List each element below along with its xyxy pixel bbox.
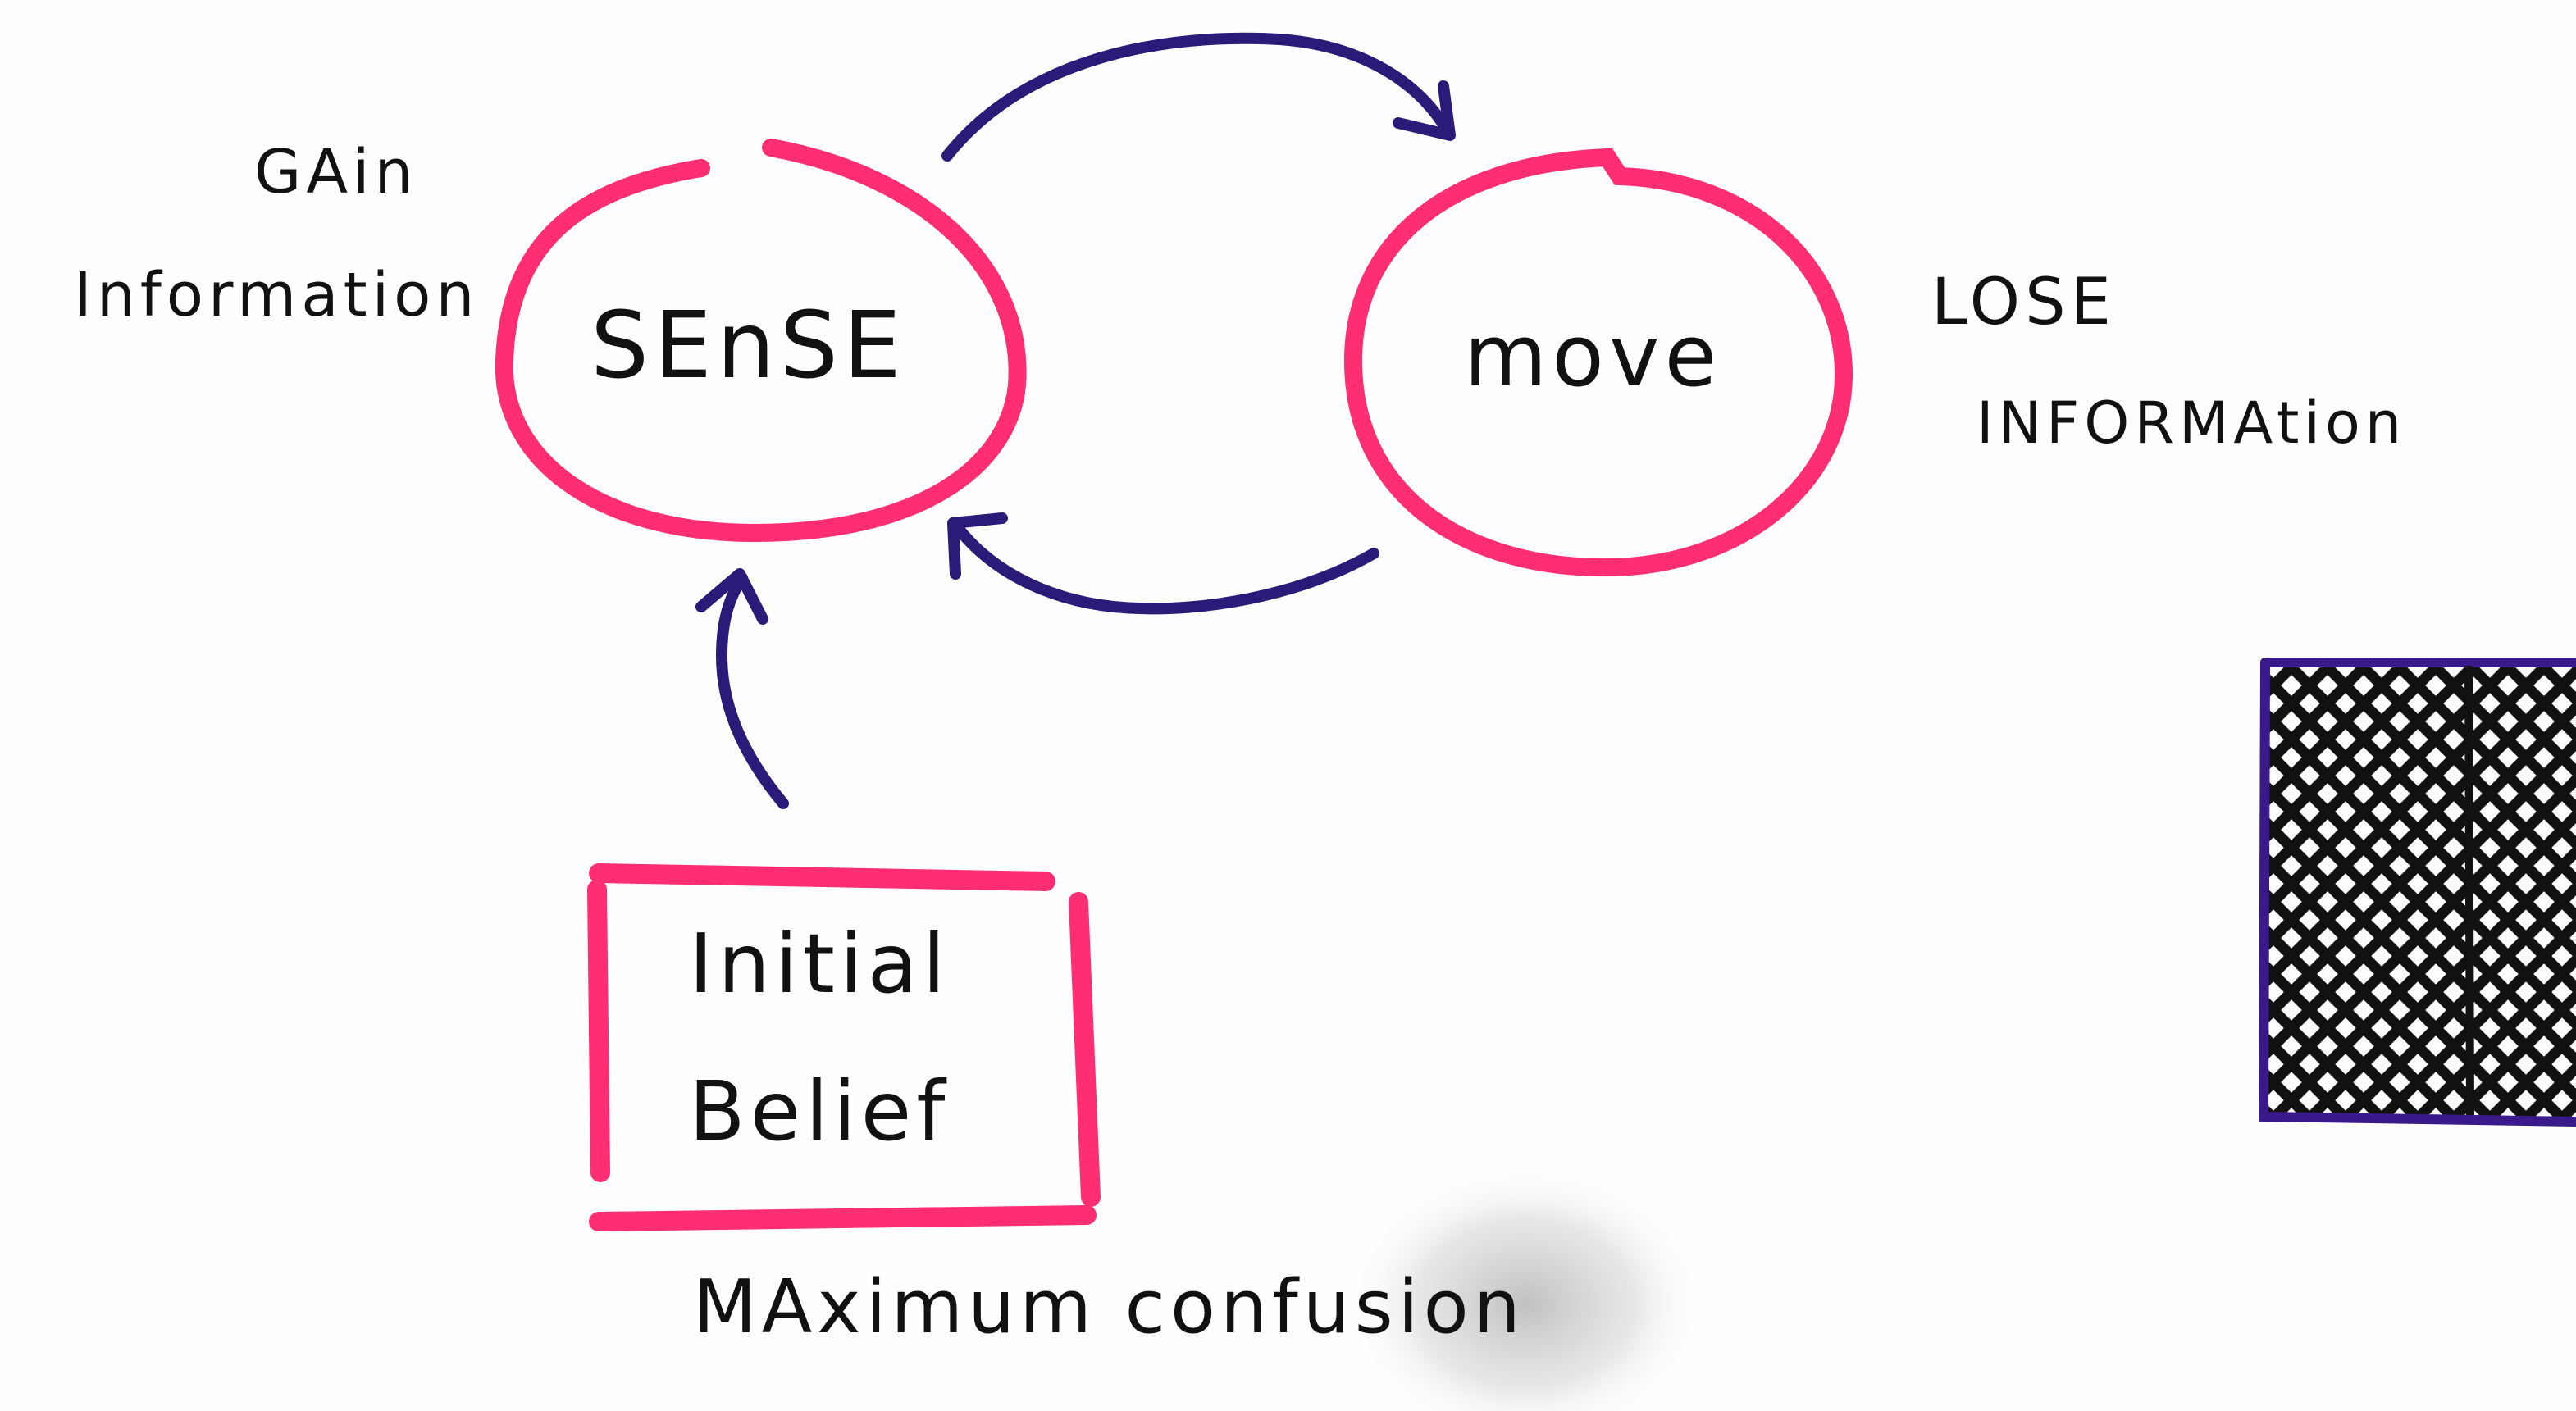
arrow-belief-to-sense	[695, 568, 789, 809]
crosshatched-square	[2258, 658, 2576, 1127]
initial-belief-box: Initial Belief	[587, 863, 1101, 1231]
initial-belief-line1: Initial	[689, 916, 951, 1012]
sense-node: SEnSE	[495, 139, 1027, 543]
sense-label: SEnSE	[590, 293, 906, 399]
move-label: move	[1464, 306, 1721, 406]
pencil-smudge	[1345, 1164, 1706, 1411]
arrow-sense-to-move	[941, 32, 1456, 162]
move-circle	[1343, 148, 1853, 577]
arrow-move-to-sense	[947, 512, 1379, 615]
move-node: move	[1343, 148, 1853, 577]
lose-info-line1: LOSE	[1931, 266, 2116, 339]
initial-belief-line2: Belief	[689, 1063, 950, 1159]
sense-circle	[495, 139, 1027, 543]
max-confusion-label: MAximum confusion	[693, 1264, 1525, 1350]
gain-info-line2: Information	[74, 260, 479, 330]
lose-info-line2: INFORMAtion	[1976, 389, 2406, 457]
gain-info-line1: GAin	[254, 137, 417, 207]
